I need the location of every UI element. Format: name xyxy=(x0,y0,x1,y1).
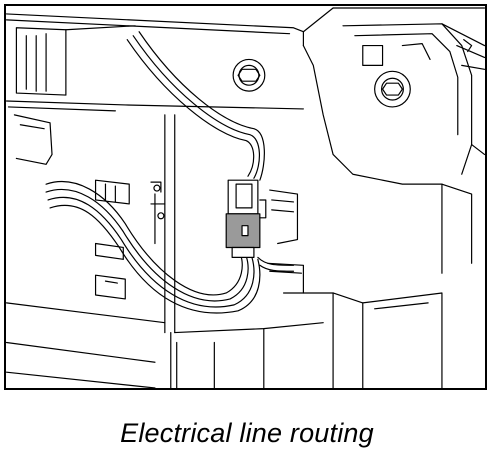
left-clips xyxy=(13,114,162,300)
connector-icon xyxy=(225,179,267,258)
electrical-line-drawing xyxy=(6,7,485,388)
side-clip xyxy=(269,189,299,245)
right-bracket xyxy=(302,7,485,274)
lower-panels xyxy=(6,262,443,388)
wire-harness-icon xyxy=(45,31,295,314)
bolt-head-icon xyxy=(374,70,411,108)
upper-panel xyxy=(6,13,304,112)
line-drawing-frame xyxy=(4,4,487,390)
figure-caption: Electrical line routing xyxy=(120,418,374,448)
bolt-head-icon xyxy=(232,58,266,92)
center-column xyxy=(150,114,176,334)
